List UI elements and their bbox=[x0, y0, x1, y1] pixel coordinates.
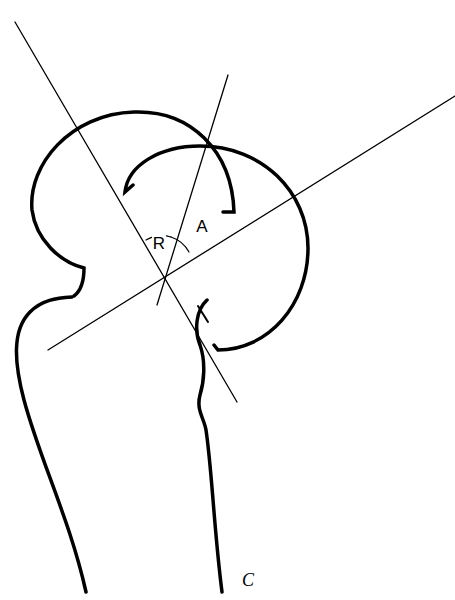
neck-axis-line bbox=[15, 22, 237, 402]
femur-shaft-left bbox=[16, 297, 86, 592]
anteversion-angle-arc bbox=[171, 237, 189, 252]
anteverted-head-outline bbox=[125, 146, 308, 350]
angle-label: A bbox=[195, 218, 208, 235]
anteverted-axis-line bbox=[48, 96, 455, 350]
trochanter-mark bbox=[198, 306, 208, 322]
angle-label: R bbox=[152, 235, 166, 252]
retroverted-head-outline bbox=[32, 112, 234, 296]
reference-axis-line bbox=[157, 75, 228, 305]
panel-label: C bbox=[241, 571, 255, 589]
femur-shaft-right bbox=[197, 300, 222, 592]
